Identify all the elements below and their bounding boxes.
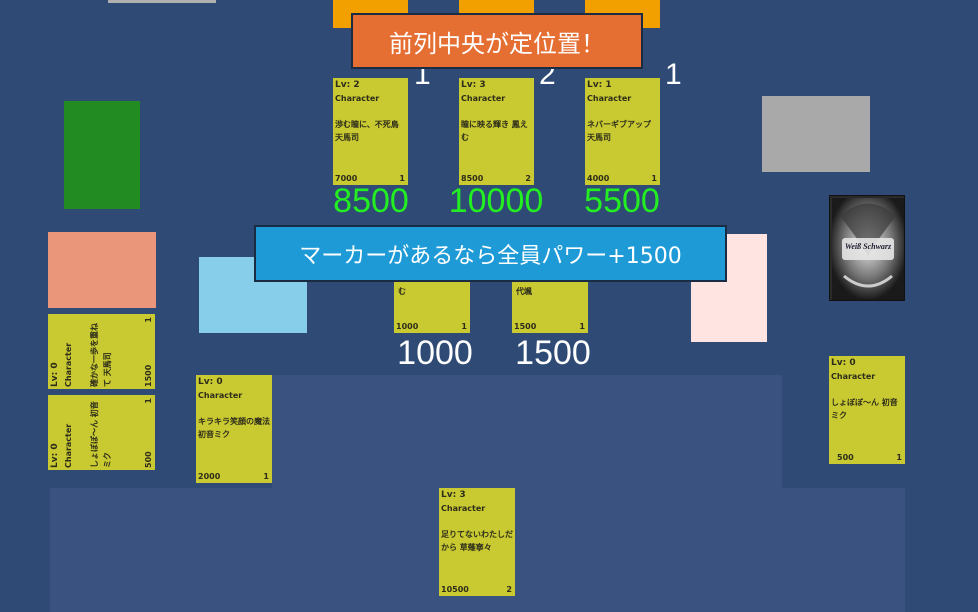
card-soul: 1: [651, 174, 657, 183]
card-soul: 1: [579, 322, 585, 331]
card-power: 1000: [396, 322, 419, 331]
right-card[interactable]: Lv: 0 Character しょぼぼ〜ん 初音ミク 500 1: [829, 356, 905, 464]
card-type: Character: [64, 342, 73, 387]
card-level: Lv: 3: [461, 80, 486, 90]
card-soul: 1: [144, 398, 153, 404]
card-soul: 1: [399, 174, 405, 183]
card-power: 2000: [198, 472, 221, 481]
card-type: Character: [441, 504, 486, 513]
card-type: Character: [587, 94, 632, 103]
card-soul: 2: [525, 174, 531, 183]
gray-zone[interactable]: [762, 96, 870, 172]
card-soul: 1: [896, 453, 902, 462]
card-soul: 2: [506, 585, 512, 594]
card-level: Lv: 0: [198, 377, 223, 387]
left-card[interactable]: Lv: 0 Character キラキラ笑顔の魔法 初音ミク 2000 1: [196, 375, 272, 483]
deck[interactable]: Weiß Schwarz: [829, 195, 905, 301]
card-power: 7000: [335, 174, 358, 183]
card-power: 1500: [144, 364, 153, 387]
card-level: Lv: 0: [50, 362, 60, 387]
card-name-tail: む: [398, 287, 406, 296]
left-stack-card-1[interactable]: Lv: 0 Character 確かな一歩を重ねて 天馬司 1500 1: [48, 314, 155, 389]
card-type: Character: [461, 94, 506, 103]
card-level: Lv: 2: [335, 80, 360, 90]
card-soul: 1: [144, 317, 153, 323]
card-power: 500: [837, 453, 854, 462]
front-card-3[interactable]: Lv: 1 Character ネバーギブアップ 天馬司 4000 1: [585, 78, 660, 185]
left-stack-card-2[interactable]: Lv: 0 Character しょぼぼ〜ん 初音ミク 500 1: [48, 395, 155, 470]
front-power-1: 8500: [333, 182, 409, 220]
card-level: Lv: 0: [50, 443, 60, 468]
deck-logo: Weiß Schwarz: [844, 242, 892, 251]
front-power-2: 10000: [448, 182, 544, 220]
hand-card[interactable]: Lv: 3 Character 足りてないわたしだから 草薙寧々 10500 2: [439, 488, 515, 596]
card-name: しょぼぼ〜ん 初音ミク: [90, 401, 112, 468]
salmon-zone[interactable]: [48, 232, 156, 308]
card-soul: 1: [461, 322, 467, 331]
stage-area: [272, 375, 782, 490]
top-banner-text: 前列中央が定位置！: [389, 29, 605, 58]
card-power: 8500: [461, 174, 484, 183]
card-power: 4000: [587, 174, 610, 183]
card-power: 1500: [514, 322, 537, 331]
card-name: 足りてないわたしだから 草薙寧々: [441, 530, 513, 552]
card-name: 確かな一歩を重ねて 天馬司: [90, 323, 112, 387]
card-level: Lv: 1: [587, 80, 612, 90]
card-name: 渉む瞳に、不死鳥 天馬司: [335, 120, 399, 142]
card-type: Character: [335, 94, 380, 103]
back-power-1: 1000: [397, 334, 473, 372]
card-level: Lv: 0: [831, 358, 856, 368]
card-type: Character: [198, 391, 243, 400]
card-type: Character: [64, 423, 73, 468]
front-card-1[interactable]: Lv: 2 Character 渉む瞳に、不死鳥 天馬司 7000 1: [333, 78, 408, 185]
mid-banner-text: マーカーがあるなら全員パワー+1500: [299, 243, 682, 269]
card-name: キラキラ笑顔の魔法 初音ミク: [198, 417, 270, 439]
card-name: しょぼぼ〜ん 初音ミク: [831, 398, 898, 420]
front-card-2[interactable]: Lv: 3 Character 瞳に映る輝き 鳳えむ 8500 2: [459, 78, 534, 185]
card-name-tail: 代颯: [516, 287, 532, 296]
card-type: Character: [831, 372, 876, 381]
back-power-2: 1500: [515, 334, 591, 372]
mid-banner: マーカーがあるなら全員パワー+1500: [254, 225, 727, 282]
card-soul: 1: [263, 472, 269, 481]
card-level: Lv: 3: [441, 490, 466, 500]
deck-art-icon: [832, 198, 904, 300]
front-power-3: 5500: [584, 182, 660, 220]
top-banner: 前列中央が定位置！: [351, 13, 643, 69]
top-left-gray-zone: [108, 0, 216, 3]
card-power: 10500: [441, 585, 469, 594]
card-power: 500: [144, 451, 153, 468]
card-name: ネバーギブアップ 天馬司: [587, 120, 651, 142]
slot-number-3: 1: [665, 58, 682, 91]
card-name: 瞳に映る輝き 鳳えむ: [461, 120, 528, 142]
green-zone[interactable]: [64, 101, 140, 209]
